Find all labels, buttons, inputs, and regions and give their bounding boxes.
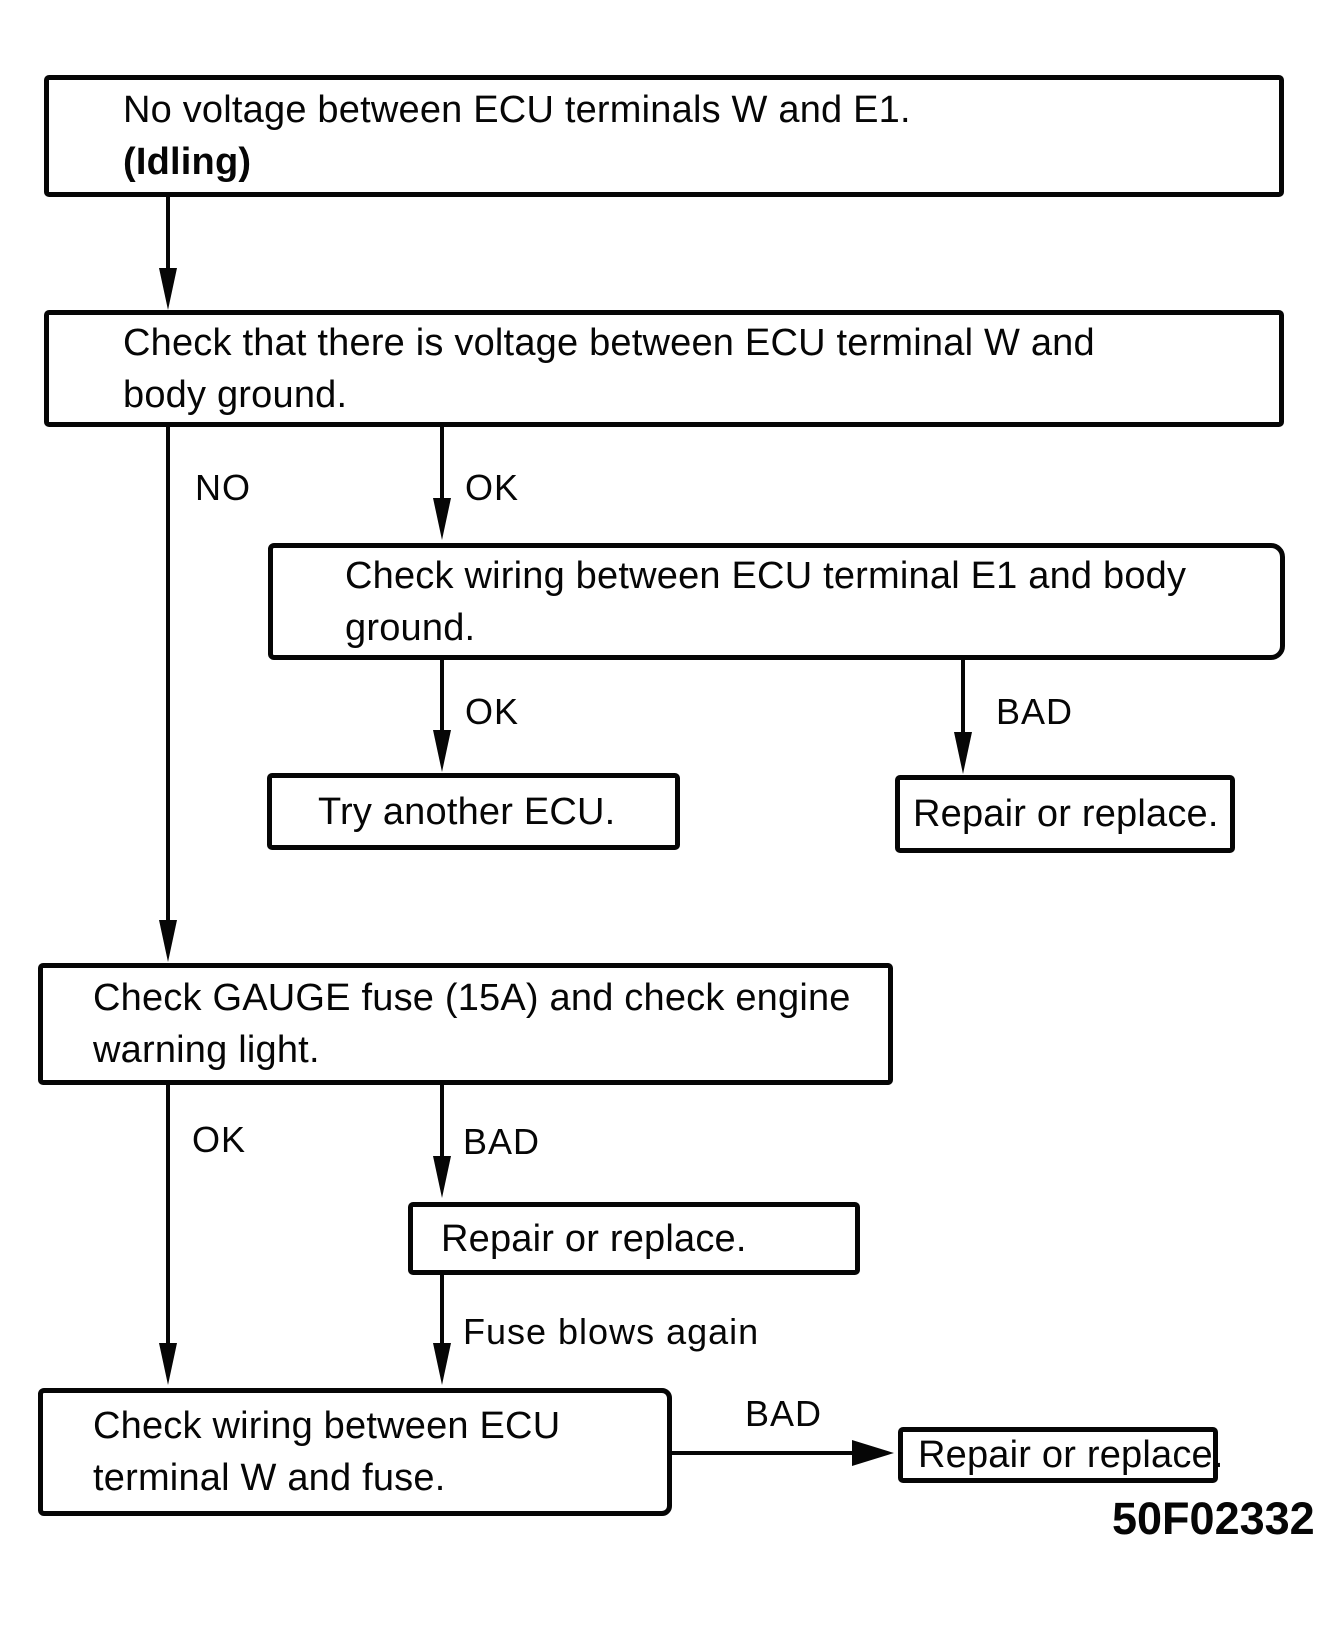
connector-fuse-blows-again — [440, 1275, 444, 1345]
edge-label-fuse-blows-again: Fuse blows again — [463, 1311, 760, 1352]
connector-ok-to-check-wiring-w — [166, 1085, 170, 1345]
flow-node-repair-or-replace-3-text: Repair or replace. — [918, 1434, 1224, 1476]
flow-node-try-another-ecu-text: Try another ECU. — [318, 790, 616, 833]
arrowhead-bad-to-repair-3 — [852, 1440, 894, 1466]
figure-code: 50F02332 — [1112, 1493, 1315, 1544]
flow-node-check-gauge-fuse: Check GAUGE fuse (15A) and check engine … — [38, 963, 893, 1085]
flow-node-repair-or-replace-1-text: Repair or replace. — [913, 793, 1219, 835]
flow-node-check-voltage-w-ground-line1: Check that there is voltage between ECU … — [123, 321, 1095, 364]
arrowhead-bad-to-repair-1 — [954, 732, 972, 774]
flow-node-repair-or-replace-2: Repair or replace. — [408, 1202, 860, 1275]
connector-bad-to-repair-3 — [672, 1451, 854, 1455]
flow-node-try-another-ecu: Try another ECU. — [267, 773, 680, 850]
flow-node-repair-or-replace-1: Repair or replace. — [895, 775, 1235, 853]
edge-label-bad-3: BAD — [745, 1393, 823, 1434]
flow-node-check-voltage-w-ground-line2: body ground. — [123, 373, 348, 416]
flow-node-check-wiring-w-fuse-line1: Check wiring between ECU — [93, 1405, 561, 1447]
arrowhead-fuse-blows-again — [433, 1343, 451, 1385]
flow-node-check-wiring-w-fuse: Check wiring between ECU terminal W and … — [38, 1388, 672, 1516]
edge-label-ok-2: OK — [465, 691, 520, 732]
flow-node-check-gauge-fuse-line1: Check GAUGE fuse (15A) and check engine — [93, 977, 851, 1019]
connector-start-to-check-w — [166, 197, 170, 270]
arrowhead-no-branch — [159, 920, 177, 962]
flow-node-check-voltage-w-ground: Check that there is voltage between ECU … — [44, 310, 1284, 427]
connector-no-branch — [166, 427, 170, 922]
arrowhead-bad-to-repair-2 — [433, 1156, 451, 1198]
flow-node-check-wiring-w-fuse-line2: terminal W and fuse. — [93, 1457, 446, 1499]
flow-node-no-voltage-line1: No voltage between ECU terminals W and E… — [123, 89, 911, 131]
flow-node-check-wiring-e1-ground-line2: ground. — [345, 606, 476, 649]
flow-node-repair-or-replace-2-text: Repair or replace. — [441, 1217, 747, 1260]
edge-label-bad-2: BAD — [463, 1121, 541, 1162]
arrowhead-ok-to-check-e1 — [433, 498, 451, 540]
edge-label-no: NO — [195, 467, 251, 508]
connector-ok-to-check-e1 — [440, 427, 444, 500]
flow-node-repair-or-replace-3: Repair or replace. — [898, 1427, 1224, 1483]
edge-label-ok-1: OK — [465, 467, 520, 508]
arrowhead-start-to-check-w — [159, 268, 177, 310]
flow-node-check-wiring-e1-ground: Check wiring between ECU terminal E1 and… — [268, 543, 1285, 660]
edge-label-bad-1: BAD — [996, 691, 1074, 732]
flow-node-check-wiring-e1-ground-line1: Check wiring between ECU terminal E1 and… — [345, 554, 1187, 597]
connector-bad-to-repair-1 — [961, 660, 965, 734]
edge-label-ok-3: OK — [192, 1119, 247, 1160]
flow-node-check-gauge-fuse-line2: warning light. — [93, 1029, 320, 1071]
arrowhead-ok-to-check-wiring-w — [159, 1343, 177, 1385]
flow-node-no-voltage: No voltage between ECU terminals W and E… — [44, 75, 1284, 197]
connector-ok-to-try-ecu — [440, 660, 444, 732]
flow-node-no-voltage-line2: (Idling) — [123, 141, 252, 183]
arrowhead-ok-to-try-ecu — [433, 730, 451, 772]
connector-bad-to-repair-2 — [440, 1085, 444, 1158]
